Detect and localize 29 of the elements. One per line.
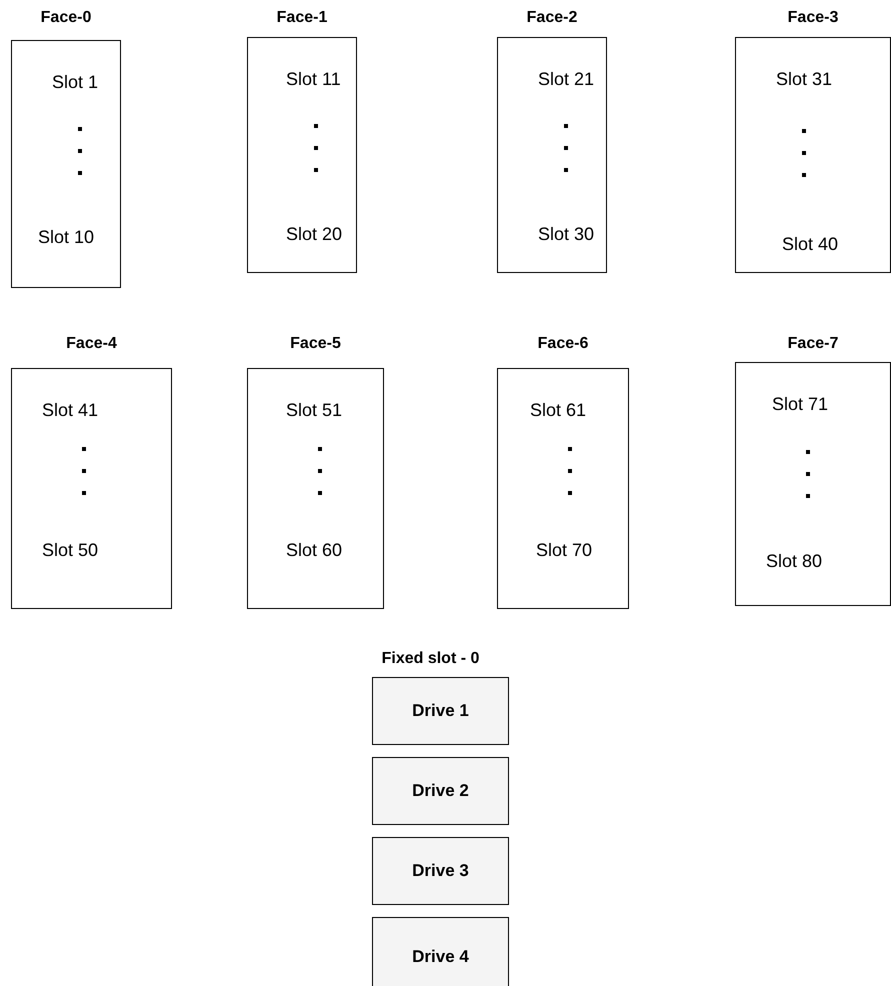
slot-label: Slot 1 bbox=[52, 71, 98, 93]
panel-heading: Face-1 bbox=[276, 8, 328, 28]
slot-label: Slot 41 bbox=[42, 399, 98, 421]
panel-heading: Face-0 bbox=[40, 8, 92, 28]
panel-heading: Face-3 bbox=[786, 8, 840, 28]
group-heading: Fixed slot - 0 bbox=[380, 650, 480, 668]
slot-label: Slot 20 bbox=[286, 223, 342, 245]
drive-box: Drive 1 bbox=[372, 677, 509, 745]
slot-label: Slot 71 bbox=[772, 393, 828, 415]
slot-label: Slot 51 bbox=[286, 399, 342, 421]
slot-label: Slot 11 bbox=[286, 68, 341, 90]
slot-label: Slot 61 bbox=[530, 399, 586, 421]
slot-label: Slot 70 bbox=[536, 539, 592, 561]
panel-heading: Face-6 bbox=[536, 334, 590, 354]
slot-label: Slot 60 bbox=[286, 539, 342, 561]
slot-label: Slot 30 bbox=[538, 223, 594, 245]
panel-heading: Face-4 bbox=[65, 334, 118, 354]
drive-box: Drive 3 bbox=[372, 837, 509, 905]
slot-label: Slot 40 bbox=[782, 233, 838, 255]
panel-heading: Face-5 bbox=[289, 334, 342, 354]
drive-box: Drive 4 bbox=[372, 917, 509, 986]
slot-label: Slot 80 bbox=[766, 550, 822, 572]
slot-label: Slot 31 bbox=[776, 68, 832, 90]
slot-label: Slot 50 bbox=[42, 539, 98, 561]
panel-heading: Face-7 bbox=[786, 334, 840, 354]
panel-heading: Face-2 bbox=[526, 8, 578, 28]
slot-label: Slot 10 bbox=[38, 226, 94, 248]
drive-box: Drive 2 bbox=[372, 757, 509, 825]
slot-label: Slot 21 bbox=[538, 68, 594, 90]
